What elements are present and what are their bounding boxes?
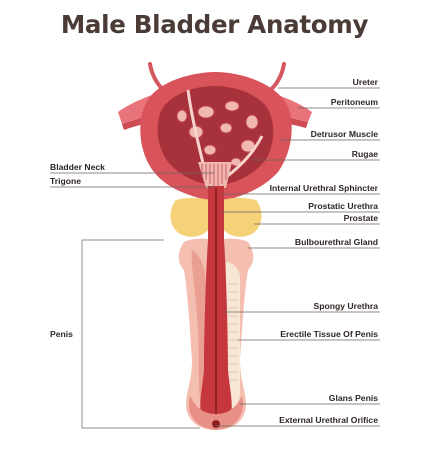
label-bulbourethral-gland: Bulbourethral Gland [295,237,378,247]
label-external-urethral-orifice: External Urethral Orifice [279,415,378,425]
trigone-stripes [201,164,227,186]
label-prostatic-urethra: Prostatic Urethra [308,201,378,211]
label-erectile-tissue: Erectile Tissue Of Penis [280,329,378,339]
label-rugae: Rugae [352,149,378,159]
label-bladder-neck: Bladder Neck [50,162,105,172]
spongy-body-stripes [228,283,238,381]
label-ureter: Ureter [353,77,379,87]
external-orifice [212,420,220,428]
label-peritoneum: Peritoneum [331,97,379,107]
label-spongy-urethra: Spongy Urethra [314,301,379,311]
label-internal-urethral-sphincter: Internal Urethral Sphincter [270,183,379,193]
label-glans-penis: Glans Penis [329,393,378,403]
label-prostate: Prostate [344,213,379,223]
spongy-body [226,262,240,410]
penis-bracket [81,239,200,429]
page-title: Male Bladder Anatomy [60,10,369,39]
urethra-lumen [215,188,217,420]
label-detrusor-muscle: Detrusor Muscle [311,129,379,139]
label-trigone: Trigone [50,176,81,186]
glans-penis [188,396,244,430]
label-penis: Penis [50,329,73,339]
rugae-folds [176,100,259,167]
trigone [198,162,232,188]
